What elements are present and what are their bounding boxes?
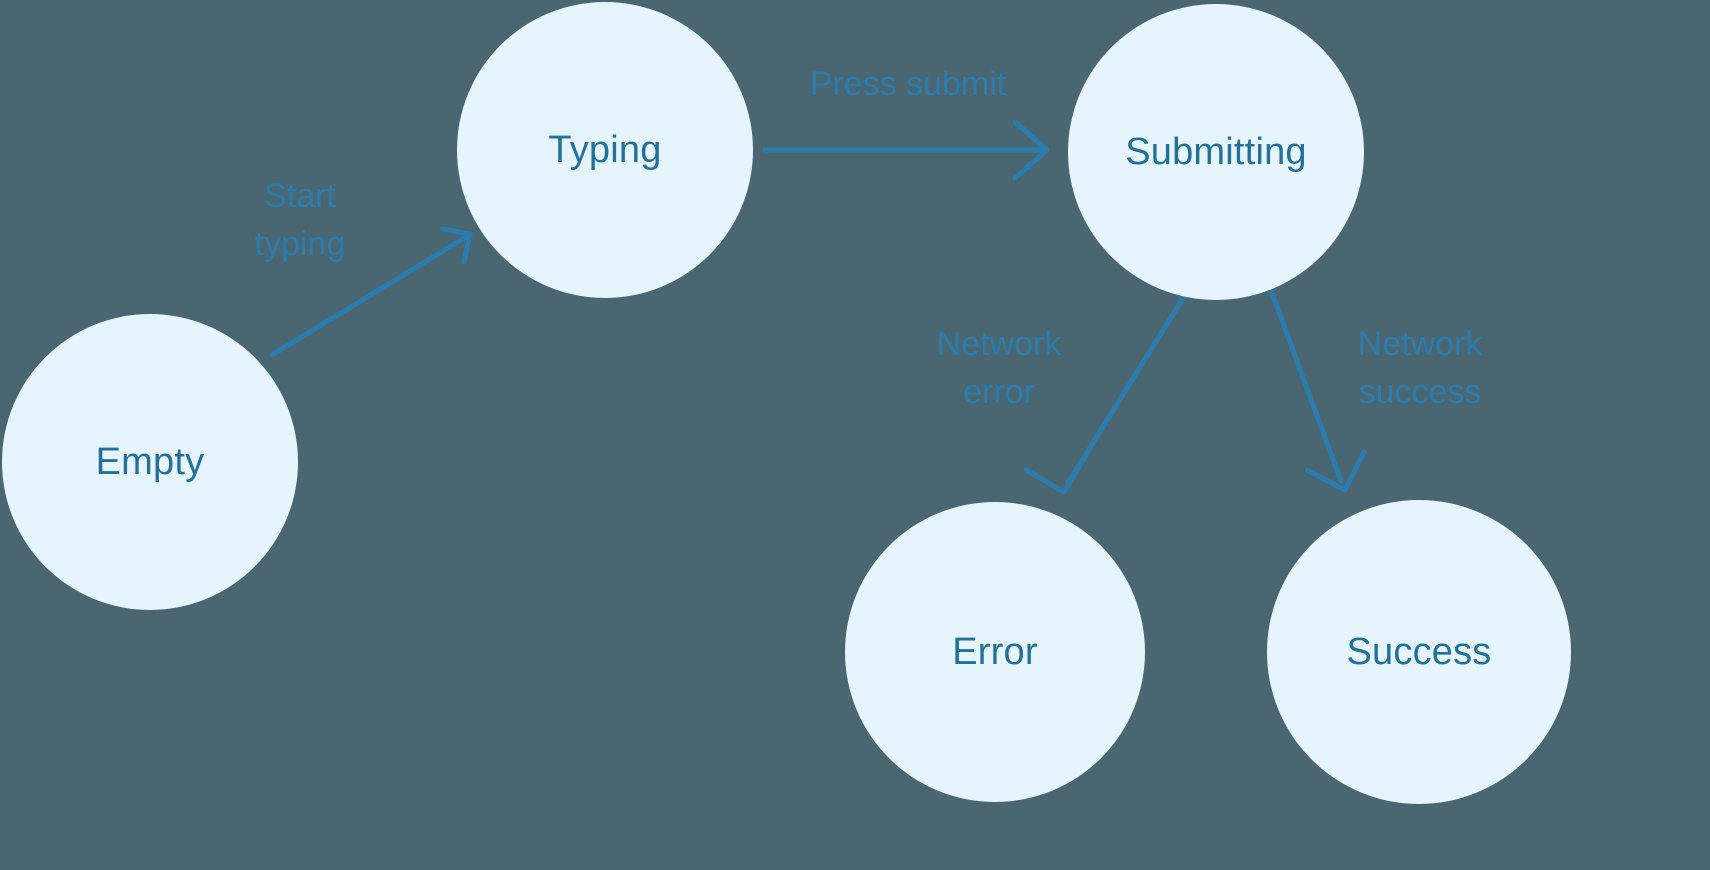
edge-typing-to-submitting [762,119,1050,181]
edge-empty-to-typing [269,226,473,358]
arrowhead-submitting-to-error [1023,452,1089,495]
state-node-typing[interactable]: Typing [457,2,753,298]
arrowhead-submitting-to-success [1304,449,1367,493]
edge-line-submitting-to-success [1269,290,1344,484]
state-node-error[interactable]: Error [845,502,1145,802]
edge-line-submitting-to-error [1065,292,1188,486]
state-node-success-label: Success [1346,630,1492,673]
state-node-empty[interactable]: Empty [2,314,298,610]
edge-submitting-to-error [1023,292,1188,495]
state-node-submitting[interactable]: Submitting [1068,4,1364,300]
edge-submitting-to-success [1269,290,1367,493]
state-node-typing-label: Typing [548,128,662,171]
state-node-error-label: Error [952,630,1038,673]
arrowhead-typing-to-submitting [1012,119,1050,181]
edge-line-empty-to-typing [269,234,469,358]
state-node-empty-label: Empty [95,440,205,483]
state-node-success[interactable]: Success [1267,500,1571,804]
arrowhead-empty-to-typing [439,226,473,265]
state-node-submitting-label: Submitting [1125,130,1307,173]
